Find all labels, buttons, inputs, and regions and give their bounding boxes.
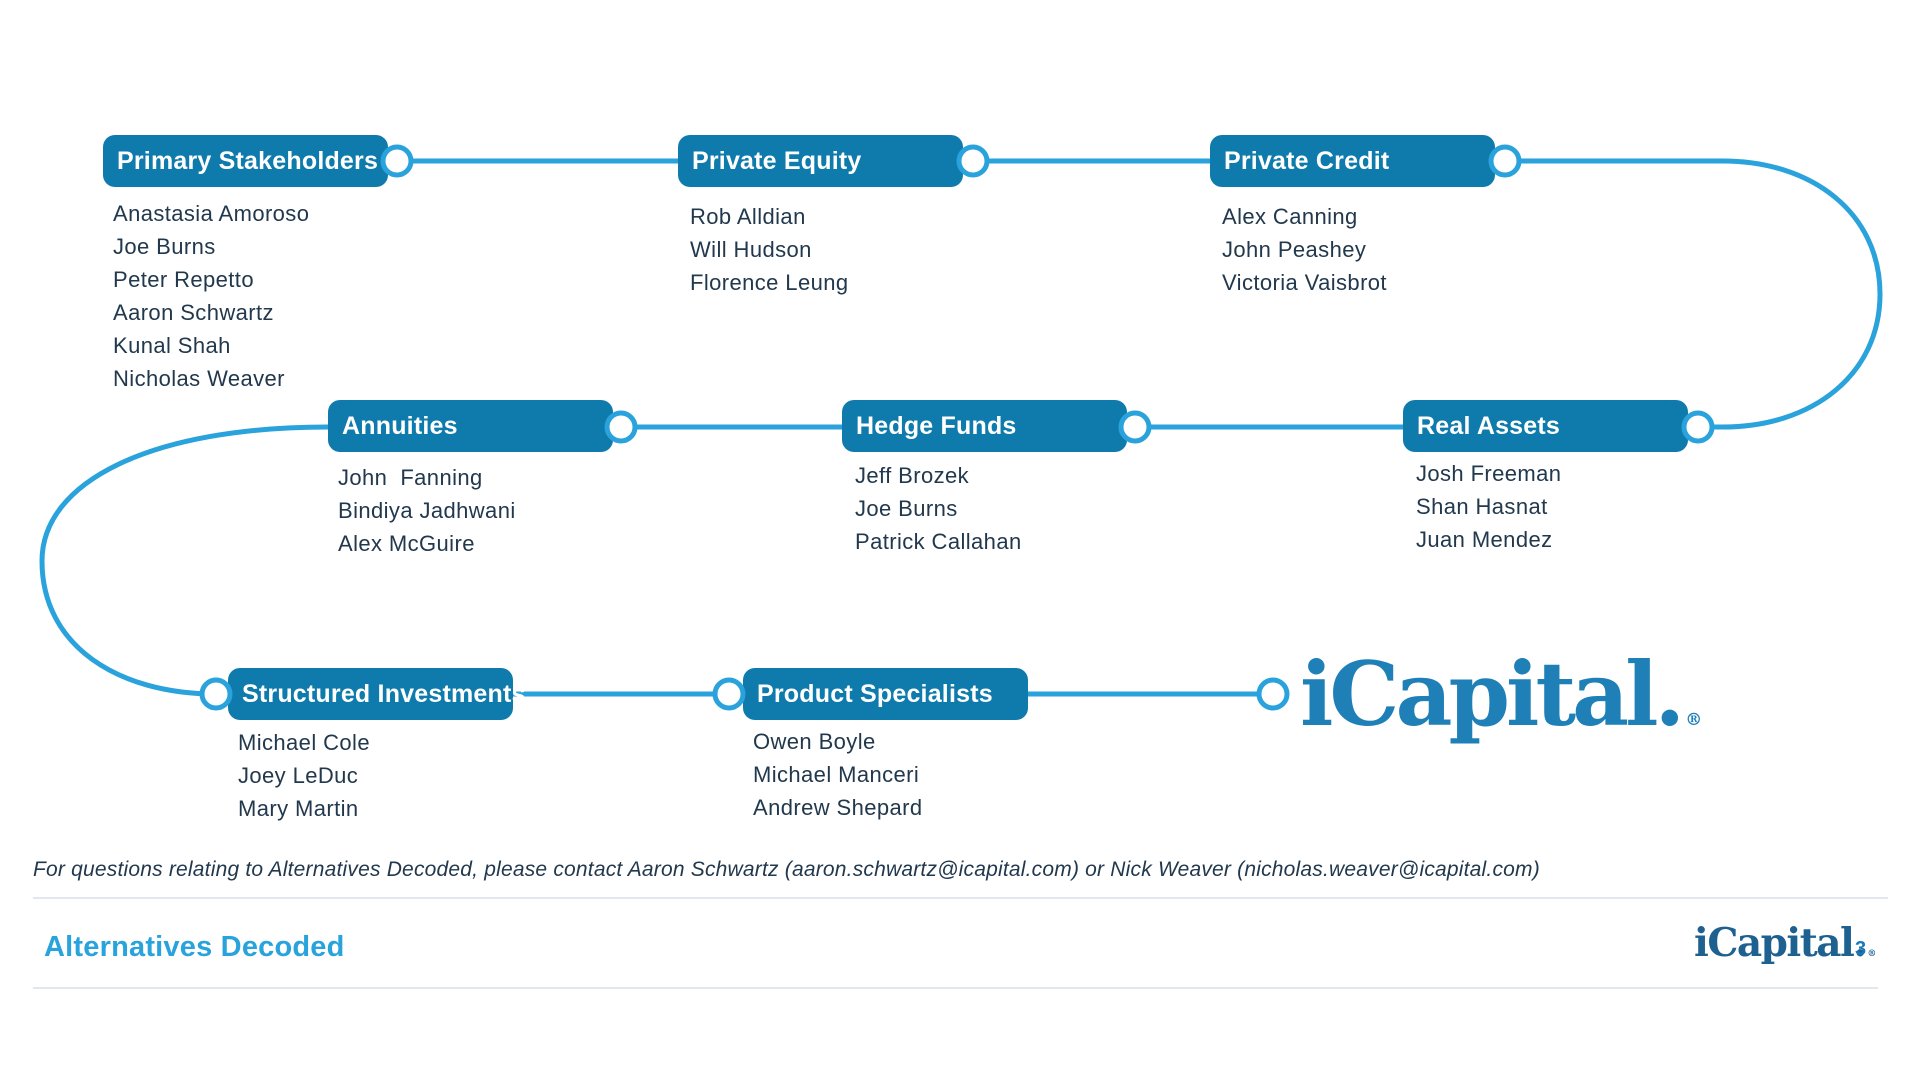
member-name: Bindiya Jadhwani [338, 498, 516, 523]
member-name: Anastasia Amoroso [113, 201, 310, 226]
icapital-wordmark: iCapital [1300, 642, 1659, 746]
member-name: Patrick Callahan [855, 529, 1022, 554]
connector-node-end [1256, 677, 1290, 711]
member-name: Kunal Shah [113, 333, 231, 358]
flow-path [39, 158, 1883, 697]
page-number: 3 [1855, 938, 1867, 960]
member-name: Rob Alldian [690, 204, 806, 229]
group-box-product-specialists: Product Specialists [743, 668, 1028, 720]
icapital-wordmark-period: . [1654, 642, 1686, 746]
registered-mark-icon: ® [1685, 710, 1703, 730]
member-name: Joe Burns [855, 496, 958, 521]
icapital-logo-large: iCapital.® [1300, 644, 1702, 770]
group-box-private-credit: Private Credit [1210, 135, 1495, 187]
member-name: Alex Canning [1222, 204, 1358, 229]
member-name: Florence Leung [690, 270, 849, 295]
member-name: Shan Hasnat [1416, 494, 1548, 519]
member-name: Mary Martin [238, 796, 359, 821]
footer-wordmark: iCapital [1694, 920, 1855, 966]
member-name: Joey LeDuc [238, 763, 359, 788]
member-name: Will Hudson [690, 237, 812, 262]
member-name: John Peashey [1222, 237, 1367, 262]
member-name: Michael Manceri [753, 762, 920, 787]
member-name: Michael Cole [238, 730, 370, 755]
group-box-hedge-funds: Hedge Funds [842, 400, 1127, 452]
connector-node-annuities [604, 410, 638, 444]
member-name: Josh Freeman [1416, 461, 1562, 486]
member-name: Peter Repetto [113, 267, 254, 292]
group-box-private-equity: Private Equity [678, 135, 963, 187]
member-name: Juan Mendez [1416, 527, 1553, 552]
connector-node-structured-investments [199, 677, 233, 711]
member-name: Owen Boyle [753, 729, 876, 754]
group-box-annuities: Annuities [328, 400, 613, 452]
icapital-logo-footer: iCapital.® [1694, 920, 1876, 966]
member-name: Alex McGuire [338, 531, 475, 556]
connector-node-product-specialists [712, 677, 746, 711]
connector-node-hedge-funds [1118, 410, 1152, 444]
footer-wordmark-period: . [1853, 920, 1867, 966]
divider-line-bottom [33, 987, 1878, 989]
member-name: Joe Burns [113, 234, 216, 259]
group-box-real-assets: Real Assets [1403, 400, 1688, 452]
deck-title: Alternatives Decoded [44, 931, 345, 963]
divider-line-top [33, 897, 1888, 899]
connector-node-real-assets [1681, 410, 1715, 444]
member-name: Andrew Shepard [753, 795, 923, 820]
connector-node-private-credit [1488, 144, 1522, 178]
footer-registered-mark-icon: ® [1867, 949, 1876, 959]
member-name: Nicholas Weaver [113, 366, 285, 391]
member-name: Aaron Schwartz [113, 300, 274, 325]
group-box-primary-stakeholders: Primary Stakeholders [103, 135, 388, 187]
member-name: Jeff Brozek [855, 463, 970, 488]
contact-footnote: For questions relating to Alternatives D… [33, 858, 1540, 881]
member-name: John Fanning [338, 465, 483, 490]
group-box-structured-investments: Structured Investments [228, 668, 525, 720]
flow-connector-line [39, 158, 1883, 697]
member-name: Victoria Vaisbrot [1222, 270, 1387, 295]
connector-node-private-equity [956, 144, 990, 178]
connector-node-primary-stakeholders [380, 144, 414, 178]
